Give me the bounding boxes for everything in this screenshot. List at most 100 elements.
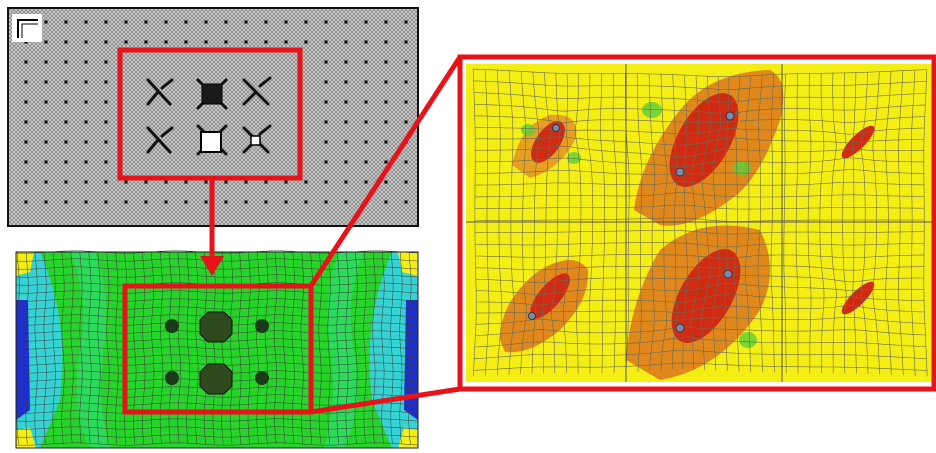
node-dot	[164, 40, 168, 44]
node-dot	[324, 80, 328, 84]
support-nodes	[528, 111, 735, 333]
bracket-symbol-icon	[12, 14, 42, 42]
node-dot	[264, 20, 268, 24]
node-dot	[344, 100, 348, 104]
node-dot	[64, 40, 68, 44]
node-dot	[44, 100, 48, 104]
mesh-line	[474, 115, 925, 123]
mesh-line	[648, 73, 656, 372]
node-dot	[284, 180, 288, 184]
mesh-line	[475, 181, 925, 186]
node-dot	[104, 200, 108, 204]
node-dot	[344, 40, 348, 44]
node-dot	[304, 200, 308, 204]
node-dot	[324, 20, 328, 24]
mesh-line	[474, 192, 925, 198]
node-dot	[384, 100, 388, 104]
mesh-line	[25, 251, 29, 445]
mesh-line	[475, 145, 924, 158]
node-dot	[344, 180, 348, 184]
mesh-line	[819, 73, 825, 374]
mesh-line	[476, 294, 925, 306]
mesh-line	[363, 251, 367, 445]
node-dot	[284, 20, 288, 24]
node-dot	[364, 160, 368, 164]
node-dot	[124, 20, 128, 24]
node-dot	[144, 180, 148, 184]
node-dot	[364, 80, 368, 84]
mesh-line	[474, 337, 926, 348]
node-dot	[124, 180, 128, 184]
green-spots	[521, 102, 757, 348]
node-dot	[344, 160, 348, 164]
node-dot	[324, 60, 328, 64]
node-dot	[144, 200, 148, 204]
node-dot	[384, 200, 388, 204]
node-dot	[64, 120, 68, 124]
mesh-line	[15, 426, 419, 430]
node-dot	[124, 200, 128, 204]
mesh-line	[475, 274, 924, 283]
mesh-line	[15, 418, 419, 422]
node-dot	[84, 40, 88, 44]
mesh-line	[473, 362, 928, 371]
mesh-line	[783, 73, 787, 373]
square-block-small	[250, 135, 261, 146]
node-dot	[104, 160, 108, 164]
mesh-line	[770, 74, 775, 373]
node-dot	[364, 40, 368, 44]
mesh-line	[473, 68, 927, 77]
node-dot	[344, 200, 348, 204]
mesh-line	[15, 266, 419, 270]
square-block-bottom	[200, 131, 222, 153]
node-dot	[84, 180, 88, 184]
node-dot	[404, 40, 408, 44]
node-dot	[24, 120, 28, 124]
node-dot	[304, 180, 308, 184]
mesh-line	[115, 251, 119, 445]
mesh-line	[475, 317, 925, 325]
node-dot	[84, 140, 88, 144]
node-dot	[104, 180, 108, 184]
node-dot	[24, 60, 28, 64]
mesh-line	[475, 136, 925, 146]
node-dot	[284, 40, 288, 44]
node-dot	[124, 40, 128, 44]
node-dot	[264, 200, 268, 204]
highlight-box-bottom	[122, 283, 314, 415]
mesh-line	[485, 69, 490, 376]
node-dot	[244, 200, 248, 204]
node-dot	[104, 40, 108, 44]
mesh-line	[15, 290, 419, 294]
node-dot	[364, 120, 368, 124]
mesh-line	[757, 75, 763, 373]
node-dot	[164, 200, 168, 204]
node-dot	[324, 40, 328, 44]
node-dot	[84, 160, 88, 164]
connector-lower	[310, 386, 461, 415]
node-dot	[104, 80, 108, 84]
support-patches	[165, 319, 269, 385]
mesh-line	[390, 251, 394, 445]
node-dot	[364, 20, 368, 24]
node-dot	[344, 140, 348, 144]
cross-support-1	[146, 78, 174, 106]
node-dot	[324, 180, 328, 184]
node-dot	[404, 160, 408, 164]
mesh-line	[872, 71, 880, 375]
mesh-line	[327, 251, 331, 445]
node-dots	[24, 20, 408, 204]
node-dot	[244, 180, 248, 184]
node-dot	[324, 100, 328, 104]
node-dot	[344, 20, 348, 24]
node-dot	[184, 180, 188, 184]
node-dot	[44, 60, 48, 64]
mesh-line	[381, 251, 385, 445]
node-dot	[404, 60, 408, 64]
node-dot	[84, 200, 88, 204]
node-dot	[64, 100, 68, 104]
mesh-line	[474, 217, 925, 222]
node-dot	[384, 180, 388, 184]
mesh-line	[923, 69, 928, 377]
